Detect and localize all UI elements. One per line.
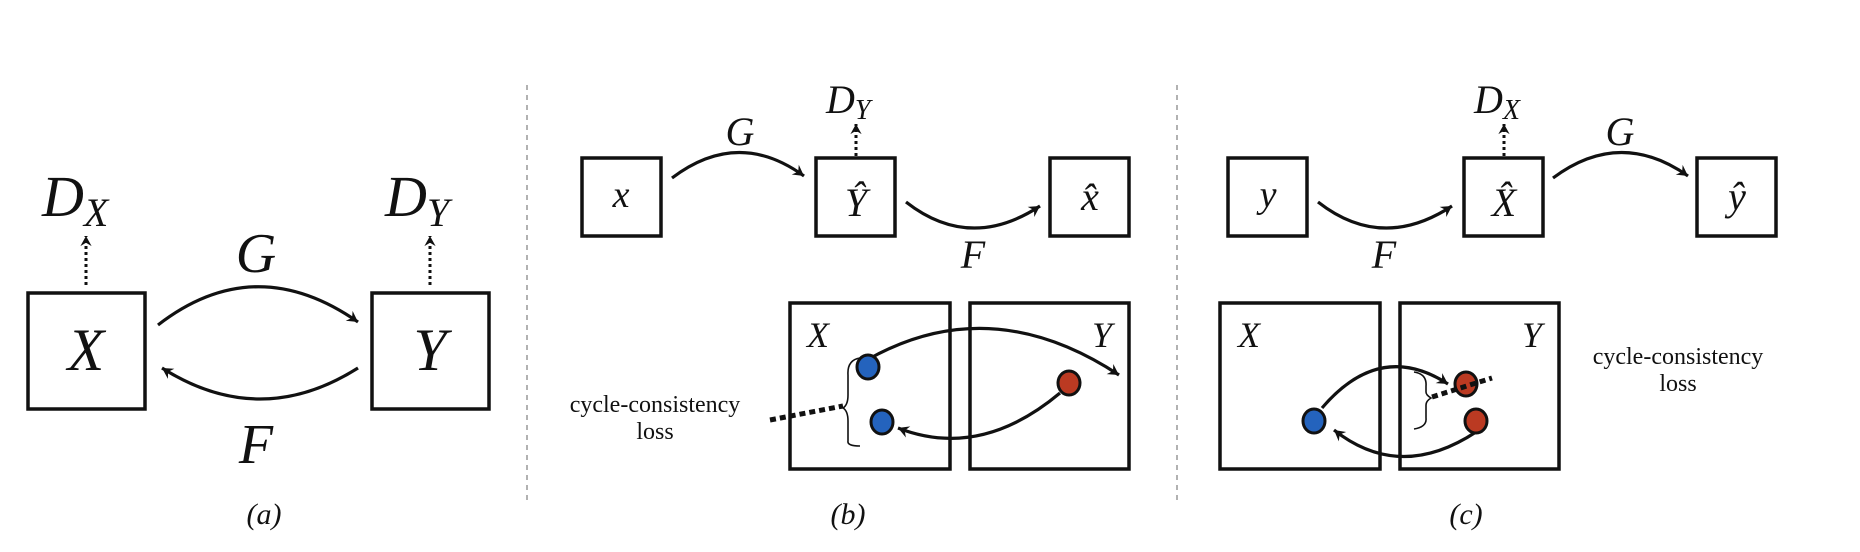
loss-label-line1: cycle-consistency [570, 392, 741, 418]
node-yhat-label: ŷ [1724, 174, 1746, 219]
mapping-f-arrow [905, 200, 1041, 230]
point-x-original [855, 353, 881, 381]
loss-label-line2: loss [636, 419, 673, 445]
node-yhat-label: Ŷ [845, 180, 871, 225]
node-xhat-label: x̂ [1080, 174, 1099, 219]
mapping-f-label: F [960, 232, 986, 277]
panel-b: x Ŷ x̂ DY G F X Y cycle-consis [570, 77, 1131, 531]
backward-mapping-arrow [1333, 428, 1477, 459]
domain-x-label: X [66, 317, 107, 383]
node-yhat-box [814, 156, 897, 238]
point-x-reconstructed [869, 408, 895, 436]
discriminator-dy-label: DY [825, 77, 874, 126]
loss-pointer-line [769, 403, 844, 423]
point-y-translated [1056, 369, 1082, 397]
point-x-translated [1301, 407, 1327, 435]
domain-y-box [968, 301, 1131, 471]
mapping-f-arrow [1317, 200, 1453, 230]
mapping-g-arrow [1552, 150, 1689, 180]
mapping-g-arrow [671, 150, 805, 180]
mapping-g-label: G [1606, 109, 1635, 154]
domain-x-box [26, 291, 147, 411]
loss-pointer-line [1431, 375, 1493, 400]
node-x-label: x [612, 174, 630, 216]
domain-x-label: X [1236, 315, 1262, 355]
node-y-box [1226, 156, 1309, 238]
node-yhat-box [1695, 156, 1778, 238]
node-y-label: y [1256, 174, 1277, 216]
loss-label-line2: loss [1659, 371, 1696, 397]
domain-y-label: Y [1522, 315, 1546, 355]
caption-c: (c) [1449, 498, 1482, 531]
forward-mapping-arrow [866, 326, 1120, 377]
panel-a: DX DY X Y G F (a) [26, 164, 491, 531]
discriminator-dx-label: DX [1473, 77, 1521, 126]
domain-x-label: X [805, 315, 831, 355]
domain-y-box [1398, 301, 1561, 471]
panel-c: y X̂ ŷ DX F G X Y cycle-consis [1218, 77, 1778, 531]
mapping-g-label: G [726, 109, 755, 154]
node-x-box [580, 156, 663, 238]
node-xhat-box [1048, 156, 1131, 238]
node-xhat-label: X̂ [1490, 180, 1518, 225]
node-xhat-box [1462, 156, 1545, 238]
domain-y-label: Y [413, 317, 452, 383]
domain-y-label: Y [1092, 315, 1116, 355]
caption-a: (a) [247, 498, 282, 531]
mapping-f-arrow [161, 366, 359, 401]
domain-x-box [1218, 301, 1382, 471]
backward-mapping-arrow [897, 391, 1062, 440]
mapping-f-label: F [238, 414, 274, 476]
loss-label-line1: cycle-consistency [1593, 344, 1764, 370]
domain-x-box [788, 301, 952, 471]
domain-y-box [370, 291, 491, 411]
point-y-original [1453, 370, 1479, 398]
loss-brace [1413, 371, 1433, 430]
discriminator-dy-label: DY [384, 164, 453, 235]
discriminator-dx-label: DX [41, 164, 110, 235]
caption-b: (b) [831, 498, 866, 531]
point-y-reconstructed [1463, 407, 1489, 435]
mapping-g-label: G [236, 223, 276, 285]
mapping-f-label: F [1371, 232, 1397, 277]
forward-mapping-arrow [1320, 365, 1449, 410]
mapping-g-arrow [157, 285, 359, 327]
